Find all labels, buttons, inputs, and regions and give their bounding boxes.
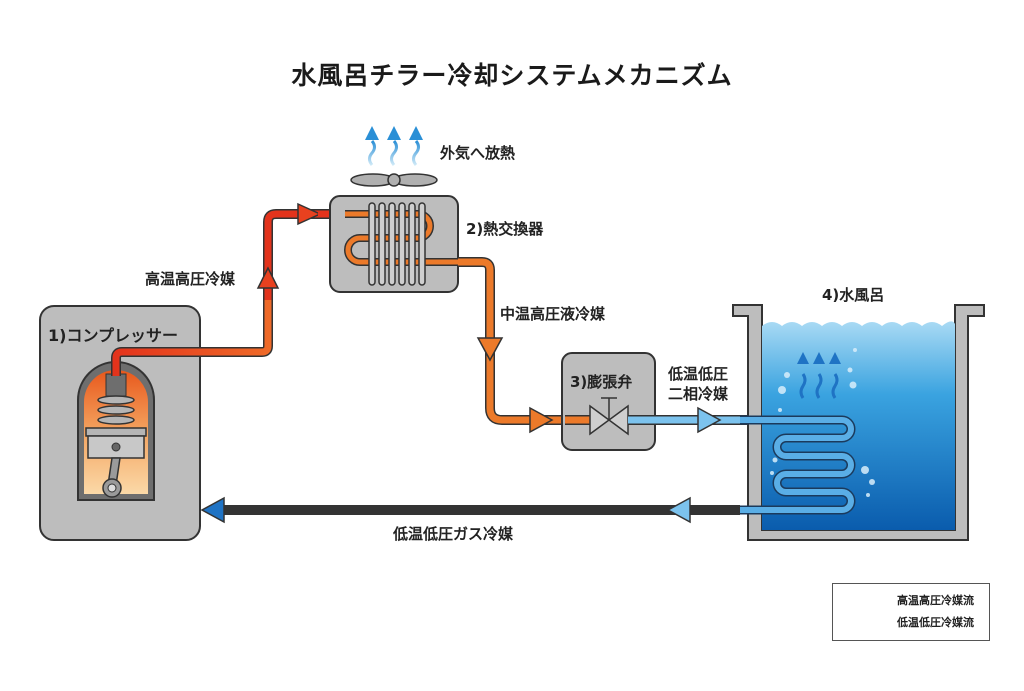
legend-item-cold: 低温低圧冷媒流 bbox=[897, 616, 974, 629]
flow-arrow-left bbox=[200, 496, 225, 524]
two-phase-label-line2: 二相冷媒 bbox=[668, 385, 729, 403]
valve-icon bbox=[589, 397, 629, 436]
spring-icon bbox=[97, 395, 135, 425]
two-phase-label-line1: 低温低圧 bbox=[668, 365, 729, 383]
return-gas-line bbox=[200, 496, 740, 524]
compressor-label: 1)コンプレッサー bbox=[48, 326, 178, 345]
flow-arrow-right bbox=[529, 406, 554, 434]
hot-refrigerant-label: 高温高圧冷媒 bbox=[145, 270, 236, 288]
heat-absorption-arrows-icon bbox=[799, 373, 839, 399]
flow-arrow-up bbox=[256, 266, 280, 289]
liquid-refrigerant-line bbox=[458, 257, 565, 434]
compressor-unit bbox=[39, 282, 273, 541]
cold-bath-label: 4)水風呂 bbox=[822, 286, 885, 304]
flow-arrow-right bbox=[697, 406, 722, 434]
flow-arrow-down bbox=[476, 337, 504, 362]
page-title: 水風呂チラー冷却システムメカニズム bbox=[291, 61, 733, 90]
expansion-valve-unit bbox=[561, 352, 656, 451]
bubbles bbox=[770, 348, 875, 497]
heat-release-arrows-icon bbox=[368, 140, 420, 166]
legend-item-hot: 高温高圧冷媒流 bbox=[897, 594, 974, 607]
heat-release-label: 外気へ放熱 bbox=[440, 144, 516, 162]
legend: 高温高圧冷媒流 低温低圧冷媒流 bbox=[832, 583, 990, 641]
water bbox=[762, 321, 955, 530]
cooling-fins bbox=[368, 202, 426, 286]
cold-bath-tub bbox=[700, 304, 985, 541]
heat-exchanger-label: 2)熱交換器 bbox=[466, 220, 544, 238]
return-gas-label: 低温低圧ガス冷媒 bbox=[393, 525, 514, 543]
liquid-refrigerant-label: 中温高圧液冷媒 bbox=[500, 305, 606, 323]
flow-arrow-left bbox=[666, 496, 691, 524]
fan-icon bbox=[350, 173, 438, 187]
heat-exchanger-unit bbox=[329, 126, 470, 293]
expansion-valve-label: 3)膨張弁 bbox=[570, 373, 633, 391]
flow-arrow-right bbox=[297, 202, 322, 226]
